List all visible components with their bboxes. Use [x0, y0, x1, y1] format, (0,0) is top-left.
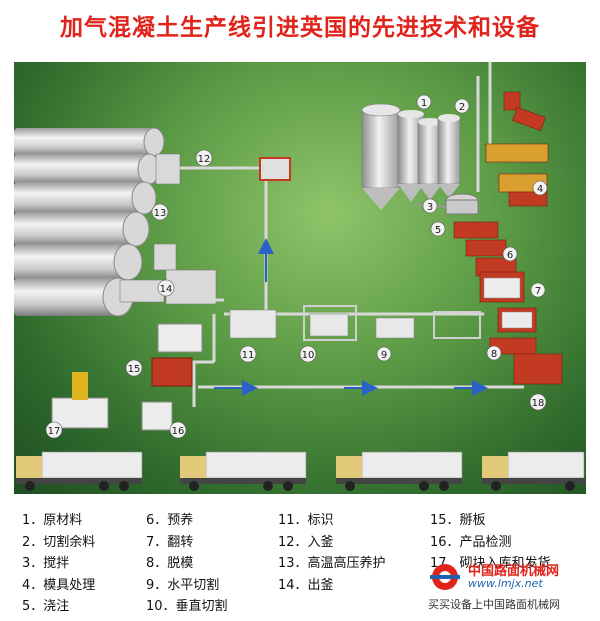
flow-arrows — [214, 238, 488, 396]
stage-label-13: 13 — [151, 203, 169, 221]
page-title: 加气混凝土生产线引进英国的先进技术和设备 — [60, 15, 540, 41]
process-diagram: 1 2 3 4 5 6 7 8 9 10 11 12 13 14 15 16 1… — [14, 62, 586, 494]
svg-text:5: 5 — [435, 225, 441, 236]
legend-column-2: 6．预养 7．翻转 8．脱模 9．水平切割 10．垂直切割 — [146, 510, 228, 618]
stage-label-3: 3 — [422, 198, 438, 214]
legend-item: 6．预养 — [146, 513, 194, 528]
svg-text:12: 12 — [198, 154, 211, 165]
mould-blocks — [483, 277, 533, 329]
delivery-trucks — [16, 451, 586, 491]
stage-label-18: 18 — [529, 393, 547, 411]
legend-item: 12．入釜 — [278, 534, 334, 550]
svg-text:1: 1 — [421, 98, 427, 109]
mould-line — [453, 91, 563, 385]
autoclaves — [14, 127, 165, 317]
legend-column-1: 1．原材料 2．切割余料 3．搅拌 4．模具处理 5．浇注 — [22, 510, 95, 618]
svg-text:18: 18 — [532, 398, 545, 409]
legend-item: 14．出釜 — [278, 577, 334, 593]
legend-item: 4．模具处理 — [22, 577, 96, 593]
legend-item: 17．砌块入库和发货 — [430, 556, 551, 571]
svg-text:7: 7 — [535, 286, 541, 297]
stage-label-15: 15 — [125, 359, 143, 377]
legend-item: 11．标识 — [278, 513, 334, 528]
autoclave-carts — [119, 153, 217, 305]
watermark-site-name: 中国路面机械网 — [468, 564, 560, 579]
stage-label-1: 1 — [416, 94, 432, 110]
svg-text:2: 2 — [459, 102, 465, 113]
site-logo-icon — [430, 564, 460, 590]
raw-material-silos — [361, 103, 461, 210]
svg-text:14: 14 — [160, 284, 173, 295]
svg-text:4: 4 — [537, 184, 543, 195]
svg-text:8: 8 — [491, 349, 497, 360]
watermark-url: www.lmjx.net — [468, 577, 543, 590]
svg-text:10: 10 — [302, 350, 315, 361]
svg-text:3: 3 — [427, 202, 433, 213]
svg-text:16: 16 — [172, 426, 185, 437]
stage-label-16: 16 — [169, 421, 187, 439]
stage-label-17: 17 — [45, 421, 63, 439]
svg-text:13: 13 — [154, 208, 167, 219]
cutting-stations — [229, 305, 481, 341]
stage-label-2: 2 — [454, 98, 470, 114]
stage-label-5: 5 — [430, 221, 446, 237]
watermark: 中国路面机械网 www.lmjx.net 买买设备上中国路面机械网 — [420, 558, 598, 616]
stage-label-4: 4 — [532, 180, 548, 196]
legend-item: 9．水平切割 — [146, 577, 220, 593]
legend-item: 7．翻转 — [146, 534, 194, 550]
stage-label-14: 14 — [157, 279, 175, 297]
legend-item: 8．脱模 — [146, 556, 194, 571]
svg-text:9: 9 — [381, 350, 387, 361]
legend-item: 13．高温高压养护 — [278, 556, 386, 571]
stage-label-11: 11 — [239, 345, 257, 363]
legend-item: 16．产品检测 — [430, 534, 512, 550]
stage-label-6: 6 — [502, 246, 518, 262]
legend-item: 15．掰板 — [430, 513, 486, 528]
svg-text:11: 11 — [242, 350, 255, 361]
svg-text:17: 17 — [48, 426, 61, 437]
process-diagram-svg: 1 2 3 4 5 6 7 8 9 10 11 12 13 14 15 16 1… — [14, 62, 586, 491]
stage-label-10: 10 — [299, 345, 317, 363]
stage-12-cart — [259, 157, 291, 181]
legend-column-3: 11．标识 12．入釜 13．高温高压养护 14．出釜 — [278, 510, 386, 596]
svg-text:6: 6 — [507, 250, 513, 261]
stage-label-12: 12 — [195, 149, 213, 167]
stage-label-9: 9 — [376, 346, 392, 362]
legend-item: 1．原材料 — [22, 513, 83, 528]
legend-item: 5．浇注 — [22, 599, 70, 614]
stage-label-8: 8 — [486, 345, 502, 361]
legend-item: 10．垂直切割 — [146, 599, 228, 614]
svg-text:15: 15 — [128, 364, 141, 375]
legend-item: 2．切割余料 — [22, 534, 96, 550]
legend-column-4: 15．掰板 16．产品检测 17．砌块入库和发货 — [430, 510, 551, 575]
watermark-slogan: 买买设备上中国路面机械网 — [428, 598, 560, 611]
separating-and-testing — [51, 323, 203, 431]
stage-label-7: 7 — [530, 282, 546, 298]
legend-item: 3．搅拌 — [22, 556, 70, 571]
